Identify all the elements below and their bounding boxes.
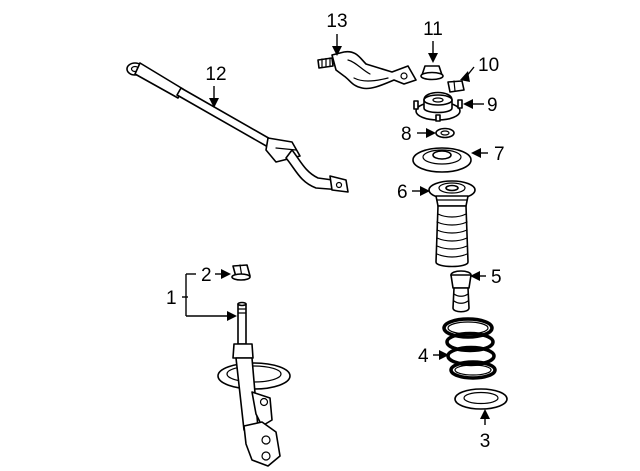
leader-lines <box>182 34 490 425</box>
callout-1: 1 <box>166 288 177 309</box>
lower-spring-insulator <box>454 388 508 410</box>
callout-9: 9 <box>487 95 498 116</box>
stabilizer-bar <box>126 62 349 193</box>
callout-12: 12 <box>205 64 226 85</box>
bump-stop <box>450 270 472 313</box>
coil-spring <box>442 317 497 380</box>
strut-boot <box>428 180 476 268</box>
callout-6: 6 <box>397 182 408 203</box>
callout-labels: 13 11 10 12 9 8 7 6 5 4 3 2 1 <box>166 11 505 452</box>
callout-13: 13 <box>326 11 347 32</box>
callout-4: 4 <box>418 346 429 367</box>
strut-mount <box>413 91 463 122</box>
mount-cap <box>420 65 444 81</box>
strut-assembly <box>217 301 291 467</box>
callout-10: 10 <box>478 55 499 76</box>
callout-3: 3 <box>480 431 491 452</box>
upper-arm-bracket <box>317 50 417 90</box>
upper-spring-seat <box>412 147 472 173</box>
callout-8: 8 <box>401 124 412 145</box>
callout-11: 11 <box>423 19 443 40</box>
bearing-washer <box>435 127 455 139</box>
callout-5: 5 <box>491 267 502 288</box>
mount-nut <box>447 80 465 93</box>
callout-7: 7 <box>494 144 505 165</box>
strut-nut <box>231 264 251 281</box>
callout-2: 2 <box>201 265 212 286</box>
